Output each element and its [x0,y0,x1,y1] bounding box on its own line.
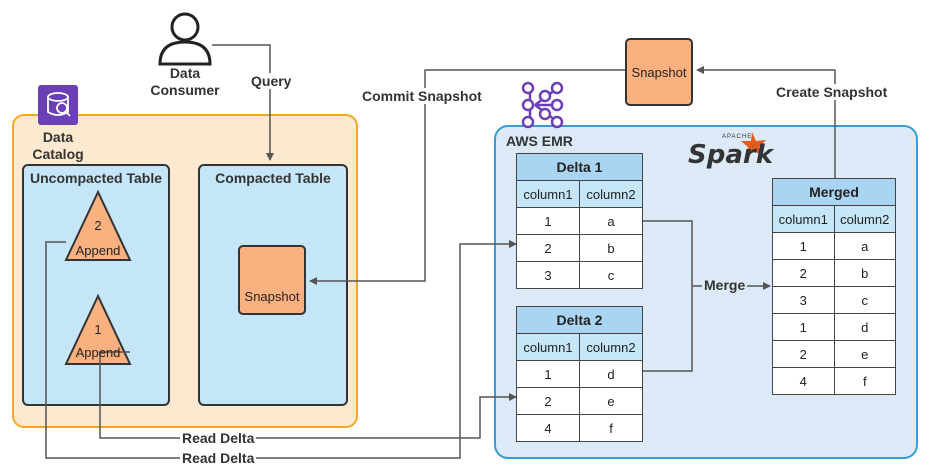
delta1-cell: 1 [516,207,580,235]
top-snapshot[interactable]: Snapshot [625,38,693,106]
top-snapshot-label: Snapshot [631,64,687,80]
compacted-table-title: Compacted Table [215,170,331,186]
delta2-cell: 1 [516,360,580,388]
append-2-label: Append [75,243,121,258]
uncompacted-table-title: Uncompacted Table [30,170,162,186]
merged-cell: 2 [772,259,835,287]
query-connector [212,44,274,161]
delta1-col-header: column1 [516,180,580,208]
append-1-label: Append [75,345,121,360]
delta1-col-header: column2 [579,180,643,208]
merged-cell: b [833,259,896,287]
commit-snapshot-label: Commit Snapshot [360,88,484,104]
merged-col-header: column2 [833,205,896,233]
compacted-snapshot[interactable]: Snapshot [238,245,306,315]
delta1-title: Delta 1 [516,153,643,181]
append-triangle-1 [64,293,132,365]
aws-emr-title: AWS EMR [506,133,573,149]
delta2-col-header: column1 [516,333,580,361]
delta2-cell: 4 [516,414,580,442]
merge-connector-delta1 [643,220,693,372]
append-2-number: 2 [94,218,102,233]
delta2-cell: d [579,360,643,388]
data-consumer-label: Data Consumer [150,65,220,99]
delta1-cell: 2 [516,234,580,262]
append-1-number: 1 [94,322,102,337]
delta2-col-header: column2 [579,333,643,361]
commit-snapshot-connector [309,69,625,285]
read-delta-label-2: Read Delta [180,450,257,466]
merged-cell: d [833,313,896,341]
spark-star-icon [741,132,766,157]
delta1-cell: a [579,207,643,235]
delta1-cell: 3 [516,261,580,289]
create-snapshot-label: Create Snapshot [774,84,890,100]
delta2-cell: f [579,414,643,442]
spark-logo-small-text: APACHE [722,134,753,140]
append-triangle-2 [64,189,132,261]
data-catalog-label-line2: Catalog [32,146,84,162]
delta1-cell: b [579,234,643,262]
data-consumer-label-line1: Data [169,65,201,81]
query-label: Query [249,73,294,89]
merged-col-header: column1 [772,205,835,233]
user-icon [158,12,212,66]
delta2-cell: e [579,387,643,415]
merged-cell: f [833,367,896,395]
merged-cell: c [833,286,896,314]
emr-icon [521,81,564,129]
merged-cell: 2 [772,340,835,368]
glue-catalog-icon [38,85,78,125]
merge-label: Merge [702,277,748,293]
delta1-cell: c [579,261,643,289]
read-delta-label-1: Read Delta [180,430,257,446]
create-snapshot-connector [696,66,836,178]
compacted-snapshot-label: Snapshot [244,288,300,304]
data-catalog-label-line1: Data [42,129,74,145]
merged-cell: 1 [772,232,835,260]
merged-cell: 4 [772,367,835,395]
merged-cell: e [833,340,896,368]
merged-cell: a [833,232,896,260]
data-consumer-label-line2: Consumer [150,82,220,98]
merged-title: Merged [772,178,896,206]
merged-cell: 3 [772,286,835,314]
read-delta-connector-1 [99,351,517,439]
spark-logo: Spark [688,140,773,170]
delta2-cell: 2 [516,387,580,415]
merged-cell: 1 [772,313,835,341]
delta2-title: Delta 2 [516,306,643,334]
data-catalog-label: Data Catalog [26,129,90,163]
